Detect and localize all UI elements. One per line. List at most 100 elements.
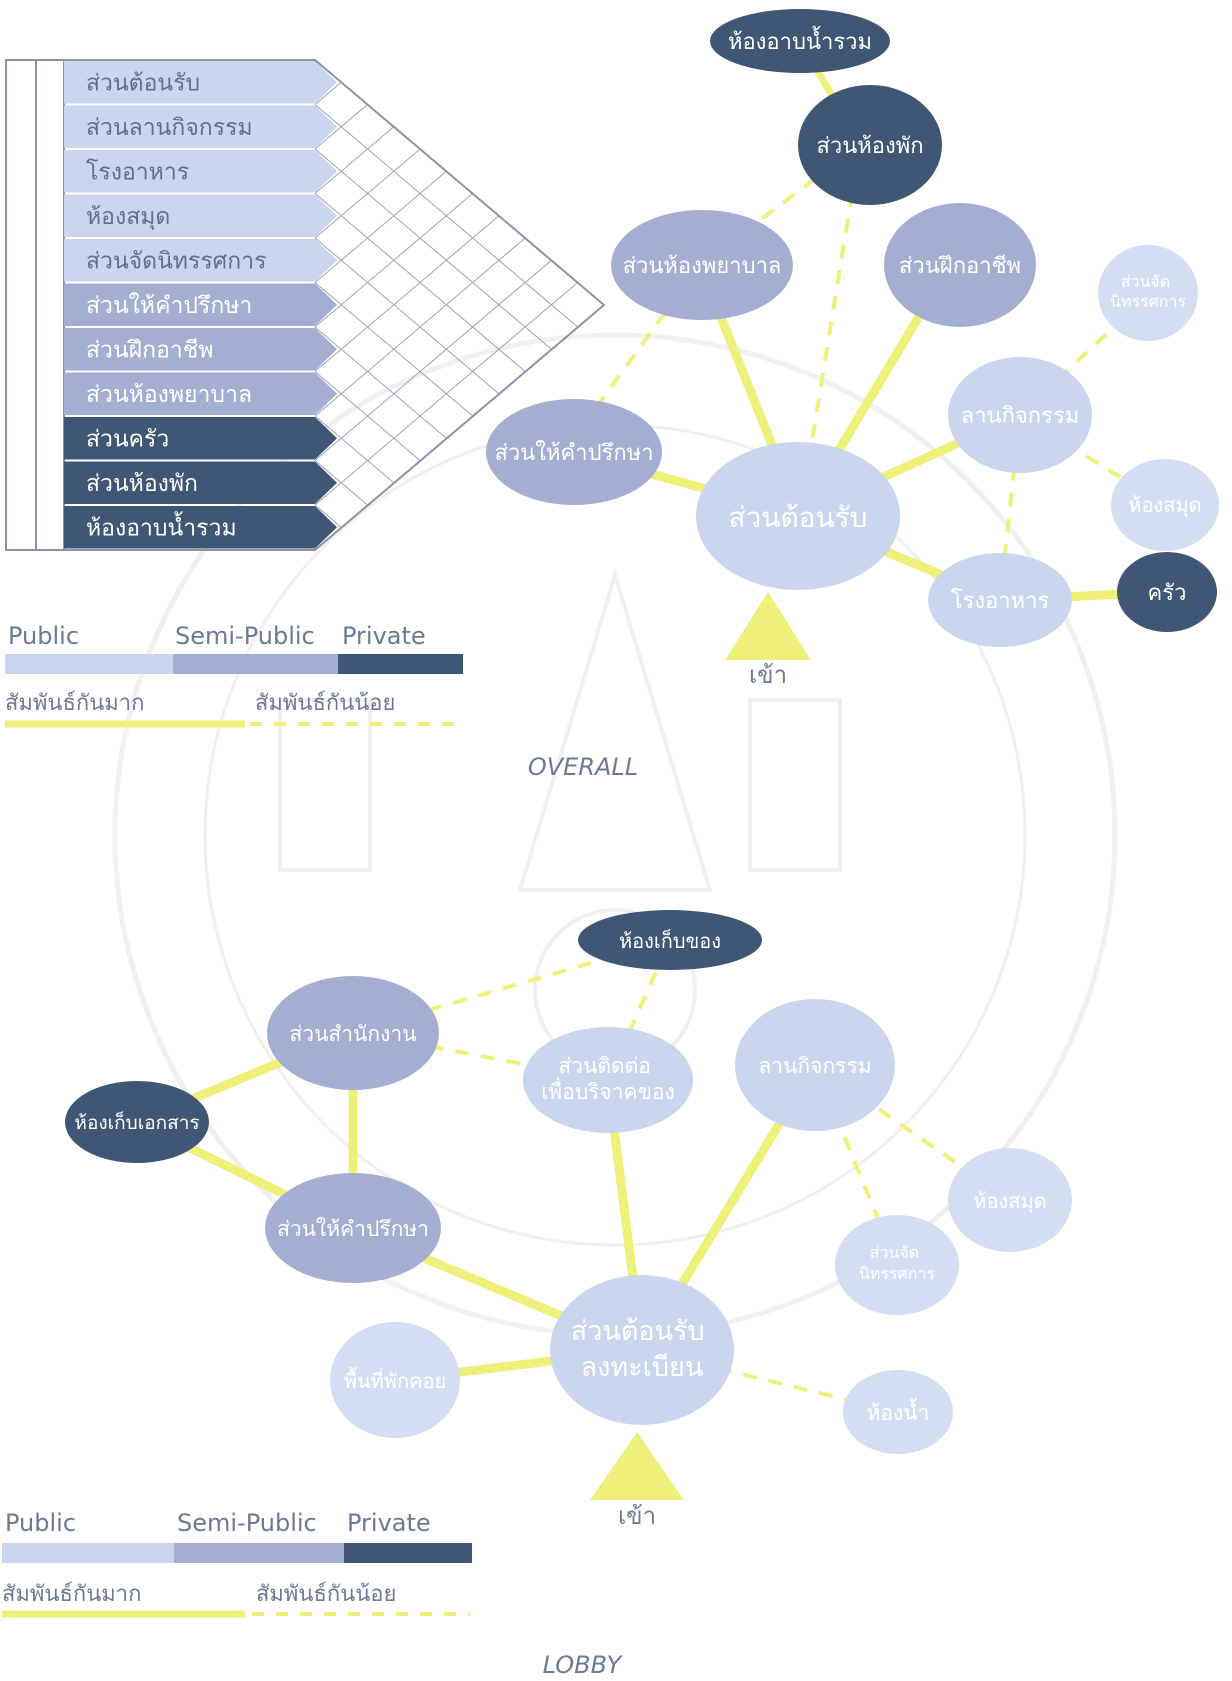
legend-semi-public-label: Semi-Public [175,622,315,650]
matrix-grid-line [314,126,395,194]
matrix-grid-line [314,148,421,239]
matrix-grid-line [314,104,368,150]
node-label: ส่วนให้คำปรึกษา [277,1217,429,1241]
matrix-row-label: ส่วนครัว [86,426,169,452]
caption-lobby: LOBBY [543,1651,624,1679]
node-label: ลานกิจกรรม [961,404,1080,429]
matrix-grid-line [314,237,526,417]
node-label: โรงอาหาร [951,588,1050,614]
entrance-marker-overall: เข้า [725,592,811,689]
node-label: ส่วนห้องพยาบาล [623,254,782,279]
node-label-line1: ส่วนจัด [870,1243,919,1262]
matrix-row-bar [64,461,337,504]
legend-semi-public-label: Semi-Public [177,1509,317,1537]
node-label-line2: นิทรรศการ [1110,292,1187,311]
legend-lobby: Public Semi-Public Private สัมพันธ์กันมา… [2,1509,472,1618]
matrix-grid-line [314,326,447,439]
node-counsel: ส่วนให้คำปรึกษา [265,1173,441,1283]
matrix-row-bar [64,194,337,237]
entrance-arrow-icon [590,1432,684,1500]
node-activity: ลานกิจกรรม [948,357,1092,473]
matrix-grid-line [314,415,395,484]
legend-public-bar [5,654,173,674]
node-bath: ห้องอาบน้ำรวม [710,9,890,73]
node-exhibit: ส่วนจัด นิทรรศการ [835,1215,959,1315]
legend-public-bar [2,1543,174,1563]
legend-public-label: Public [8,622,79,650]
node-rooms: ส่วนห้องพัก [798,85,942,205]
legend-strong-label: สัมพันธ์กันมาก [5,691,144,716]
entrance-label: เข้า [618,1502,656,1530]
matrix-row-bar [64,239,337,282]
legend-private-bar [344,1543,472,1563]
node-label: ส่วนสำนักงาน [289,1022,416,1046]
lobby-nodes: ห้องเก็บของ ส่วนสำนักงาน ส่วนติดต่อ เพื่… [65,910,1072,1530]
matrix-row-bar [64,328,337,371]
overall-nodes: ห้องอาบน้ำรวม ส่วนห้องพัก ส่วนห้องพยาบาล… [486,9,1219,689]
node-label: ห้องน้ำ [867,1398,930,1425]
matrix-outline [64,59,606,551]
entrance-label: เข้า [749,661,787,689]
matrix-row-bar [64,150,337,193]
matrix-row-bar [64,372,337,415]
node-label: ห้องเก็บของ [619,928,721,953]
entrance-arrow-icon [725,592,811,660]
legend-private-label: Private [342,622,426,650]
node-label: ส่วนจัด นิทรรศการ [1110,272,1187,311]
matrix-grid-line [314,81,342,105]
matrix-row-label: ห้องสมุด [86,204,170,230]
matrix-row-label: ส่วนห้องพยาบาล [86,382,252,408]
node-docs: ห้องเก็บเอกสาร [65,1081,209,1163]
node-label-line2: ลงทะเบียน [581,1352,704,1383]
matrix-row-label: ส่วนต้อนรับ [86,70,200,96]
legend-weak-label: สัมพันธ์กันน้อย [255,691,395,716]
node-donation: ส่วนติดต่อ เพื่อบริจาคของ [523,1027,693,1133]
node-label: ห้องเก็บเอกสาร [74,1110,199,1134]
node-reception: ส่วนต้อนรับ ลงทะเบียน [550,1275,734,1425]
legend-semi-public-bar [173,654,338,674]
legend-overall: Public Semi-Public Private สัมพันธ์กันมา… [5,622,463,728]
matrix-grid-line [314,237,500,395]
legend-private-label: Private [347,1509,431,1537]
node-activity: ลานกิจกรรม [735,999,895,1131]
matrix-grid-line [314,259,552,461]
matrix-row-bar [64,61,337,104]
matrix-row-label: ส่วนจัดนิทรรศการ [86,248,266,274]
node-label-line2: นิทรรศการ [859,1264,936,1283]
matrix-grid-line [314,170,447,283]
matrix-row-bar [64,283,337,326]
matrix-row-bar [64,417,337,460]
caption-overall: OVERALL [528,753,638,781]
legend-weak-label: สัมพันธ์กันน้อย [256,1582,396,1607]
node-label: ครัว [1148,581,1187,606]
matrix-row-bar [64,506,337,549]
matrix-grid-line [314,193,473,328]
matrix-row-label: ส่วนลานกิจกรรม [86,115,253,141]
node-office: ส่วนสำนักงาน [267,976,439,1090]
matrix-row-label: ส่วนฝึกอาชีพ [86,337,214,363]
matrix-row-label: ส่วนห้องพัก [86,471,198,497]
node-label: ห้องอาบน้ำรวม [728,26,872,55]
entrance-marker-lobby: เข้า [590,1432,684,1530]
node-library: ห้องสมุด [948,1148,1072,1252]
node-toilet: ห้องน้ำ [843,1370,953,1454]
node-label-line2: เพื่อบริจาคของ [541,1077,675,1104]
node-counsel: ส่วนให้คำปรึกษา [486,399,662,505]
node-label: ส่วนต้อนรับ [729,501,868,534]
matrix-rows: ส่วนต้อนรับส่วนลานกิจกรรมโรงอาหารห้องสมุ… [64,61,337,549]
node-label: ส่วนให้คำปรึกษา [494,440,653,466]
node-label-line1: ส่วนติดต่อ [558,1054,651,1078]
matrix-row-bar [64,105,337,148]
legend-semi-public-bar [174,1543,344,1563]
node-label: ส่วนติดต่อ เพื่อบริจาคของ [541,1054,675,1104]
node-label-line1: ส่วนจัด [1121,272,1170,291]
node-vocational: ส่วนฝึกอาชีพ [884,203,1036,327]
legend-strong-label: สัมพันธ์กันมาก [2,1582,141,1607]
node-canteen: โรงอาหาร [928,553,1072,647]
node-label: ห้องสมุด [1128,493,1201,518]
node-label-line1: ส่วนต้อนรับ [571,1316,705,1347]
node-label: ส่วนฝึกอาชีพ [899,254,1021,279]
node-label: ส่วนต้อนรับ ลงทะเบียน [571,1316,714,1383]
node-reception: ส่วนต้อนรับ [696,442,900,590]
node-storage: ห้องเก็บของ [578,910,762,970]
